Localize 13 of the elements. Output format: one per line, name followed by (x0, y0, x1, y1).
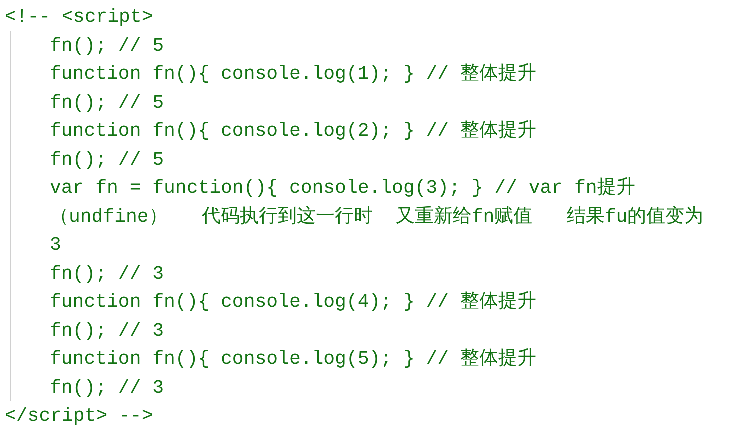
code-line: fn(); // 5 (50, 90, 166, 116)
code-line: function fn(){ console.log(4); } // 整体提升 (50, 290, 538, 315)
code-line: fn(); // 3 (50, 376, 166, 400)
code-line: function fn(){ console.log(1); } // 整体提升 (50, 62, 538, 87)
code-line: function fn(){ console.log(5); } // 整体提升 (50, 347, 538, 372)
code-line: fn(); // 3 (50, 318, 166, 344)
code-line: var fn = function(){ console.log(3); } // var fn提升 (50, 176, 636, 201)
code-line: fn(); // 5 (50, 148, 166, 172)
code-line: fn(); // 3 (50, 262, 166, 286)
code-line: <!-- <script> (5, 5, 154, 30)
code-line: fn(); // 5 (50, 34, 166, 58)
code-line: function fn(){ console.log(2); } // 整体提升 (50, 119, 538, 144)
code-line: </script> --> (5, 404, 154, 429)
